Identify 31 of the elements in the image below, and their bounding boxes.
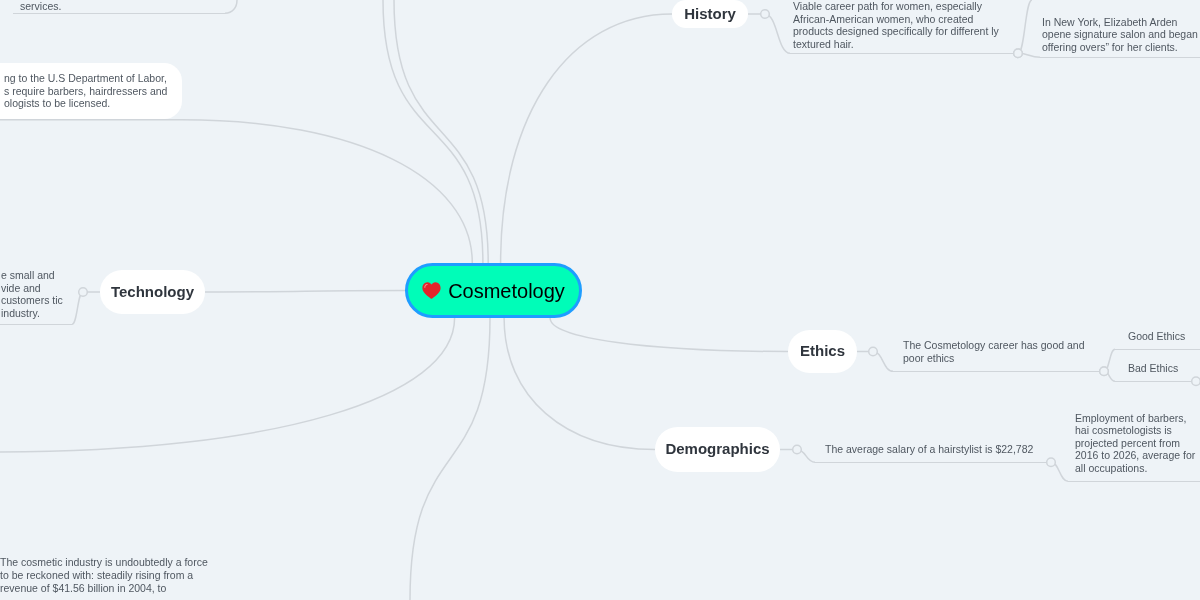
connector-line [1045, 457, 1069, 483]
central-topic [405, 263, 582, 318]
topic-pill: History [672, 0, 748, 28]
topic-pill: Technology [100, 270, 205, 314]
subtopic-text: Employment of barbers, hai cosmetologists is projected percent from 2016 to 2026, average for all occupations. [1068, 411, 1200, 482]
connector-line [0, 119, 474, 264]
subtopic-text: Bad Ethics [1115, 361, 1192, 382]
subtopic-text: Good Ethics [1115, 329, 1200, 350]
topic-pill: Demographics [655, 427, 780, 472]
subtopic-text: The Cosmetology career has good and poor ethics [893, 339, 1100, 372]
connector-line [747, 13, 791, 55]
connector-line [779, 448, 816, 464]
subtopic-text: In New York, Elizabeth Arden opene signature salon and began offering overs” for her clients. [1040, 15, 1200, 58]
note-bubble: ng to the U.S Department of Labor, s require barbers, hairdressers and ologists to be licensed. [0, 63, 182, 119]
topic-pill: Ethics [788, 330, 857, 373]
subtopic-text: Viable career path for women, especially African-American women, who created products designed specifically for different ly textured hair. [790, 0, 1014, 54]
connector-line [499, 13, 673, 264]
connector-line [71, 291, 101, 326]
connector-line [549, 317, 789, 353]
connector-line [409, 317, 491, 600]
note-text: The cosmetic industry is undoubtedly a force to be reckoned with: steadily rising from a revenue of $41.56 billion in 2004, to [0, 556, 208, 595]
subtopic-text: The average salary of a hairstylist is $22,782 [815, 442, 1047, 463]
connector-line [224, 0, 238, 15]
subtopic-text: services. [13, 0, 225, 14]
connector-line [1098, 366, 1116, 383]
subtopic-text: e small and vide and customers tic industry. [0, 269, 72, 325]
connector-line [0, 317, 456, 453]
connector-line [856, 350, 894, 373]
connector-line [503, 317, 656, 451]
topic-title: Cosmetology [448, 278, 565, 304]
connector-line [1012, 0, 1033, 59]
